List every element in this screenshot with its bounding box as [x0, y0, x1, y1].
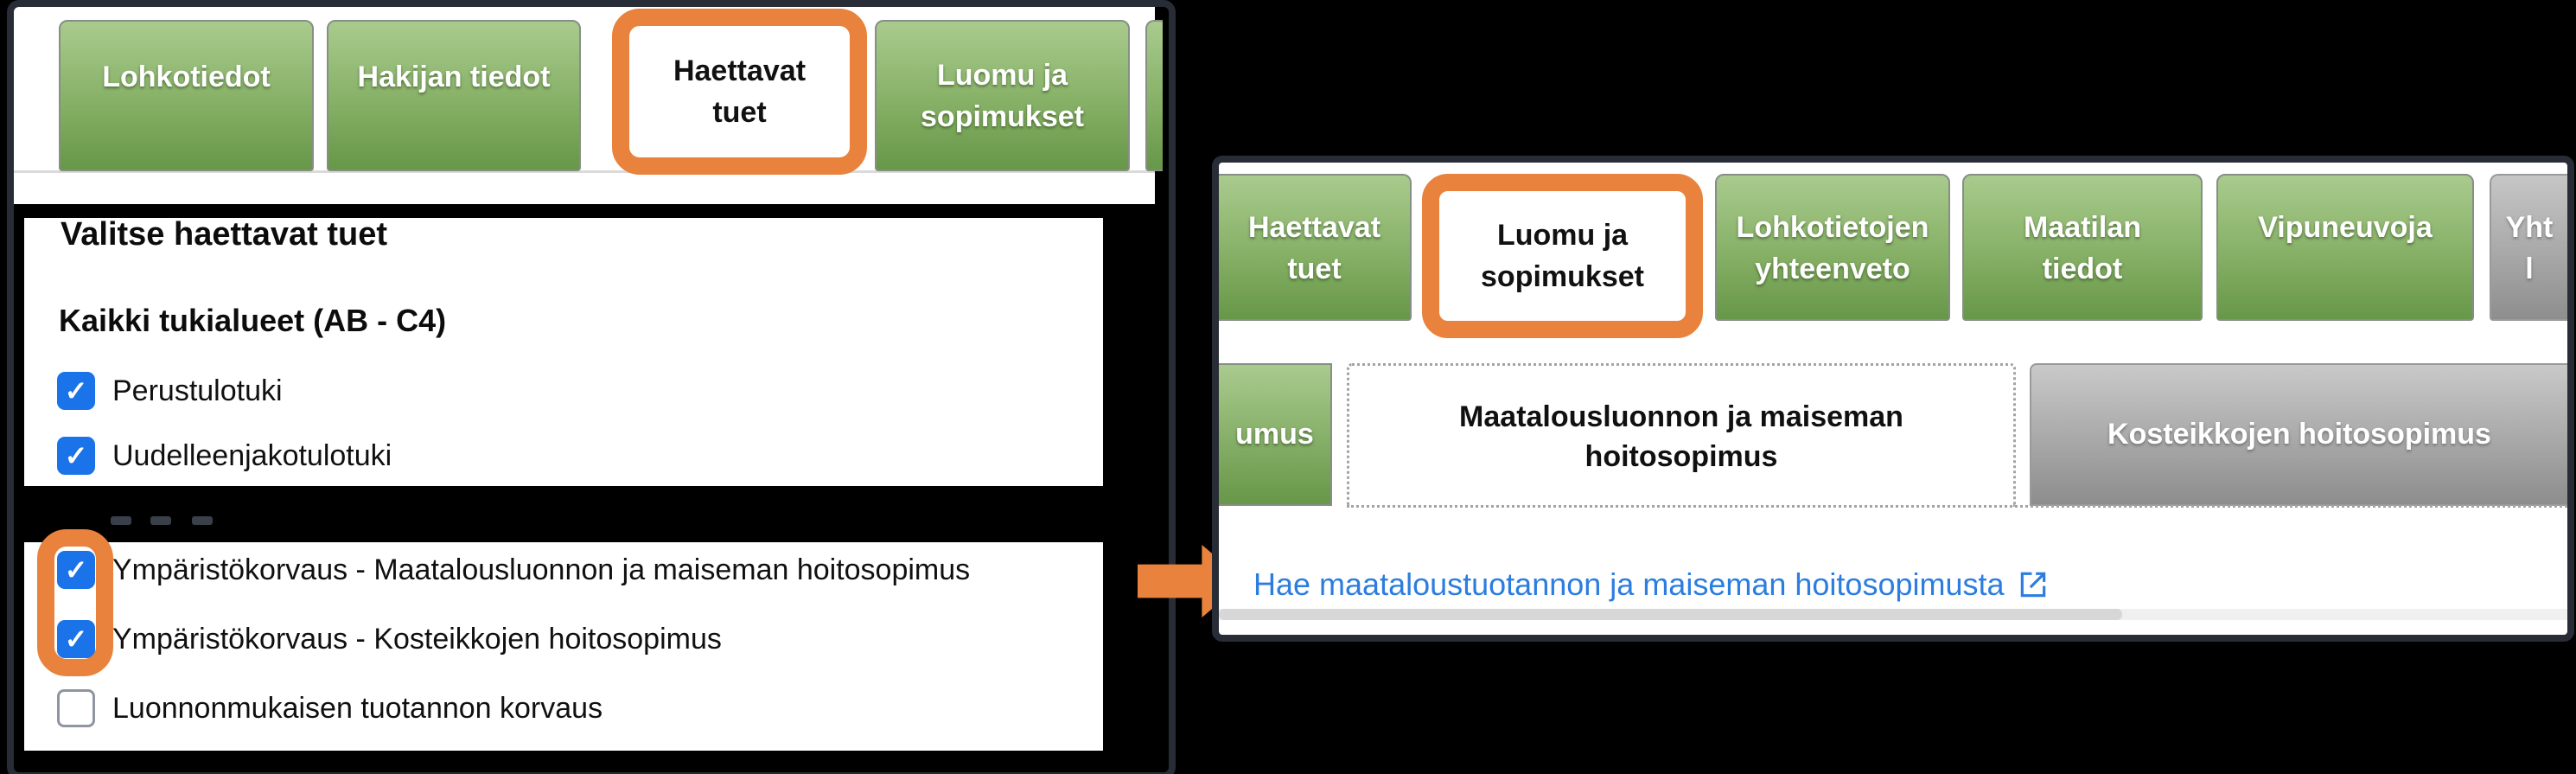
checkbox-row-kosteikkojen[interactable]: ✓ Ympäristökorvaus - Kosteikkojen hoitos… [57, 619, 722, 659]
subtab-label-line2: hoitosopimus [1584, 439, 1778, 473]
checkbox-label: Luonnonmukaisen tuotannon korvaus [112, 691, 603, 725]
tab-label-line1: Lohkotietojen [1736, 211, 1929, 244]
haettavat-tuet-form-box [24, 218, 1103, 486]
tab-label-line1: Yht [2505, 211, 2554, 244]
tab-label: Lohkotiedot [102, 61, 271, 93]
omitted-content-dash [111, 516, 131, 525]
tab-label-line1: Vipuneuvoja [2258, 211, 2433, 244]
subtab-label: Kosteikkojen hoitosopimus [2107, 418, 2491, 451]
tab-label: Hakijan tiedot [357, 61, 551, 93]
checkbox-row-perustulotuki[interactable]: ✓ Perustulotuki [57, 371, 283, 411]
tab-label-line2: tiedot [2042, 253, 2123, 285]
tab-label-line2: l [2525, 253, 2534, 285]
checkbox-highlight-ring [37, 529, 113, 676]
checkbox-checked[interactable]: ✓ [57, 372, 95, 410]
tab-label-line2: yhteenveto [1755, 253, 1910, 285]
tabstrip-separator [14, 170, 1155, 173]
checkmark-icon: ✓ [64, 624, 88, 655]
tab-label-line2: tuet [712, 96, 767, 129]
subtab-label: umus [1235, 418, 1314, 451]
tab-vipuneuvoja[interactable]: Vipuneuvoja [2216, 174, 2474, 321]
tab-lohkotiedot[interactable]: Lohkotiedot [59, 20, 314, 171]
tab-haettavat-tuet[interactable]: Haettavat tuet [1219, 174, 1412, 321]
subtab-kosteikkojen[interactable]: Kosteikkojen hoitosopimus [2030, 363, 2567, 506]
checkbox-label: Perustulotuki [112, 374, 283, 407]
tab-label-line1: Maatilan [2023, 211, 2142, 244]
checkbox-checked[interactable]: ✓ [57, 437, 95, 475]
checkbox-unchecked[interactable] [57, 689, 95, 727]
omitted-content-dash [150, 516, 171, 525]
tab-haettavat-tuet-selected-highlight[interactable]: Haettavat tuet [612, 9, 867, 175]
tab-maatilan-tiedot[interactable]: Maatilan tiedot [1962, 174, 2203, 321]
checkbox-row-uudelleenjakotulotuki[interactable]: ✓ Uudelleenjakotulotuki [57, 436, 392, 476]
tab-hakijan-tiedot[interactable]: Hakijan tiedot [327, 20, 581, 171]
external-link-icon [2020, 572, 2045, 598]
hae-hoitosopimusta-link[interactable]: Hae maataloustuotannon ja maiseman hoito… [1253, 565, 2050, 604]
tab-label-line1: Luomu ja [936, 59, 1068, 92]
tab-label-line2: tuet [1287, 253, 1342, 285]
form-heading: Valitse haettavat tuet [61, 216, 388, 253]
checkbox-label: Uudelleenjakotulotuki [112, 438, 392, 472]
tab-label-line1: Luomu ja [1496, 219, 1629, 252]
checkmark-icon: ✓ [64, 375, 88, 406]
tab-yhteenveto-disabled-partial[interactable]: Yht l [2490, 174, 2567, 321]
checkbox-row-maatalousluonnon[interactable]: ✓ Ympäristökorvaus - Maatalousluonnon ja… [57, 550, 970, 590]
checkbox-label: Ympäristökorvaus - Maatalousluonnon ja m… [112, 553, 971, 586]
checkmark-icon: ✓ [64, 440, 88, 471]
checkbox-label: Ympäristökorvaus - Kosteikkojen hoitosop… [112, 622, 722, 656]
tab-label-line2: sopimukset [1481, 260, 1644, 293]
tab-lohkotietojen-yhteenveto[interactable]: Lohkotietojen yhteenveto [1715, 174, 1950, 321]
tab-label-line1: Haettavat [1247, 211, 1381, 244]
tab-partial-next[interactable] [1145, 20, 1163, 171]
tab-label-line1: Haettavat [673, 54, 807, 87]
subtab-maatalousluonnon-selected[interactable]: Maatalousluonnon ja maiseman hoitosopimu… [1347, 363, 2016, 507]
support-area-subheading: Kaikki tukialueet (AB - C4) [59, 303, 447, 338]
subtab-partial-green[interactable]: umus [1219, 363, 1332, 506]
horizontal-scrollbar-thumb[interactable] [1219, 609, 2122, 620]
link-label: Hae maataloustuotannon ja maiseman hoito… [1253, 566, 2005, 602]
tab-luomu-ja-sopimukset[interactable]: Luomu ja sopimukset [875, 20, 1130, 171]
tab-luomu-ja-sopimukset-selected-highlight[interactable]: Luomu ja sopimukset [1422, 174, 1703, 338]
ymparistokorvaus-box [24, 542, 1103, 751]
checkbox-row-luonnonmukainen[interactable]: Luonnonmukaisen tuotannon korvaus [57, 688, 603, 728]
checkmark-icon: ✓ [64, 554, 88, 585]
tab-label-line2: sopimukset [921, 100, 1084, 133]
subtab-label-line1: Maatalousluonnon ja maiseman [1459, 400, 1903, 433]
omitted-content-dash [192, 516, 213, 525]
subtab-strip-dotted-baseline [1347, 505, 2567, 508]
